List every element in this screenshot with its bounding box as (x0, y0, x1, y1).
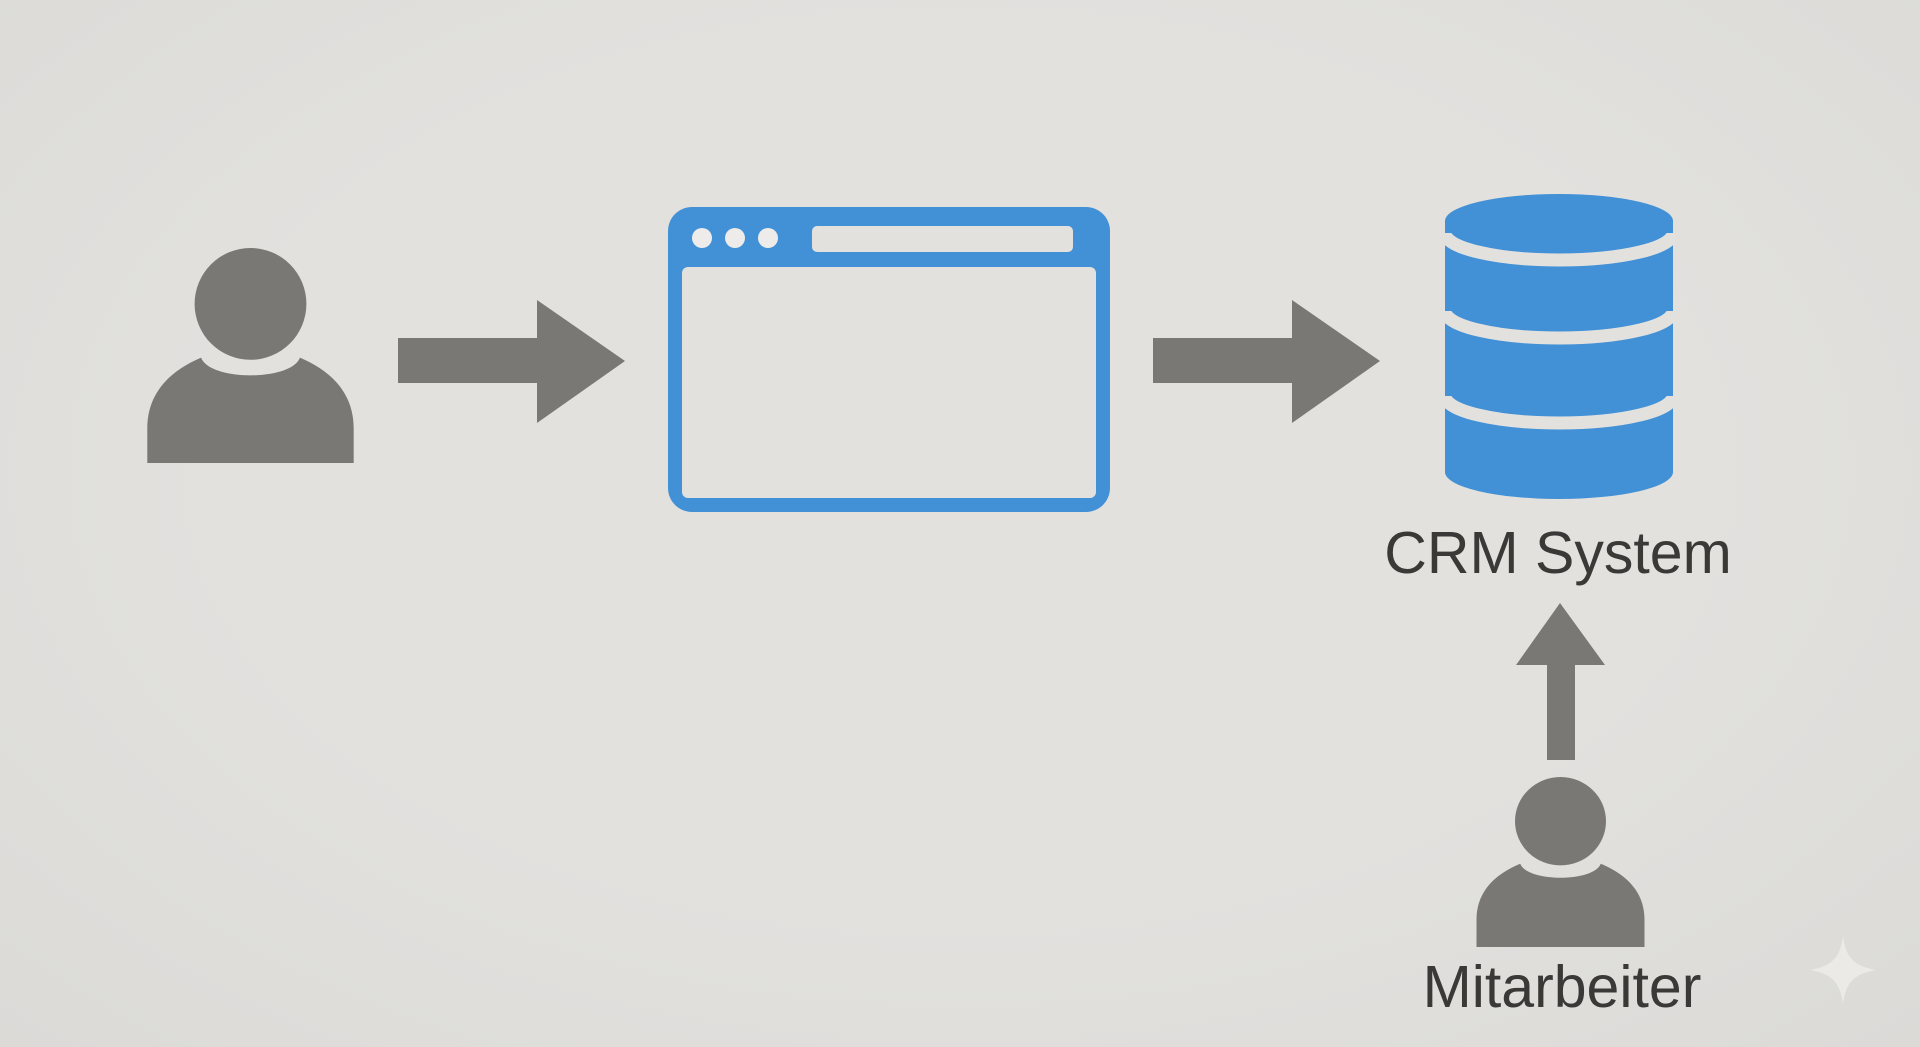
window-dot (725, 228, 745, 248)
window-dot (692, 228, 712, 248)
sparkle-icon (1810, 936, 1876, 1004)
person-icon (1473, 777, 1648, 947)
arrow-right-icon (1153, 300, 1380, 423)
database-icon (1443, 193, 1675, 500)
window-dot (758, 228, 778, 248)
arrow-up-icon (1516, 603, 1605, 760)
person-icon (143, 248, 358, 463)
arrow-right-icon (398, 300, 625, 423)
mitarbeiter-label: Mitarbeiter (1422, 954, 1702, 1020)
browser-window-icon (668, 207, 1110, 512)
address-bar-shape (812, 226, 1073, 252)
crm-system-label: CRM System (1384, 520, 1732, 586)
